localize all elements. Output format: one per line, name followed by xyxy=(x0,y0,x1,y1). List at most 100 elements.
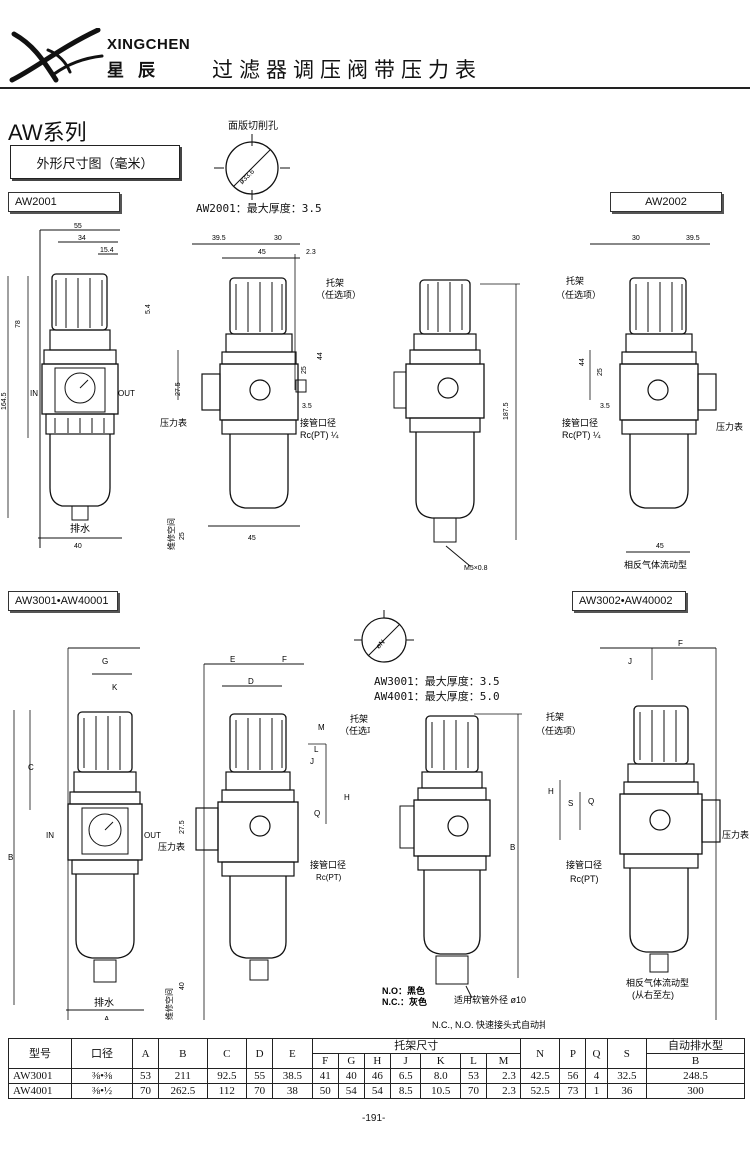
cell-m: 2.3 xyxy=(486,1068,521,1084)
dim-30: 30 xyxy=(632,235,640,242)
model-tag-aw2002: AW2002 xyxy=(610,192,722,212)
cell-auto-b: 248.5 xyxy=(646,1068,745,1084)
brand-name-en: XINGCHEN xyxy=(107,36,191,53)
cell-j: 8.5 xyxy=(389,1083,422,1099)
dim-78: 78 xyxy=(15,320,22,328)
cell-model: AW3001 xyxy=(8,1068,72,1084)
dim-2-3: 2.3 xyxy=(306,249,316,256)
cell-g: 40 xyxy=(337,1068,365,1084)
cell-b: 211 xyxy=(158,1068,208,1084)
dim-45-bottom: 45 xyxy=(248,535,256,542)
dim-letter-j: J xyxy=(628,657,632,666)
dim-45: 45 xyxy=(656,543,664,550)
cell-f: 50 xyxy=(311,1083,339,1099)
bracket-label: 托架 xyxy=(546,711,564,722)
reverse-flow-sub: (从右至左) xyxy=(632,989,674,1000)
header-a: A xyxy=(131,1038,160,1069)
dim-letter-e: E xyxy=(230,655,235,664)
drawing-aw3001-side: E F D M H Q J L 27.5 托架 （任选项） 压力表 接管口径 R… xyxy=(158,655,370,1020)
cell-f: 41 xyxy=(311,1068,339,1084)
cell-l: 70 xyxy=(459,1083,488,1099)
port-spec: Rc(PT) ¼ xyxy=(300,430,339,440)
dim-letter-g: G xyxy=(102,657,108,666)
dim-25: 25 xyxy=(597,368,604,376)
xingchen-logo-icon xyxy=(9,28,104,83)
header-divider xyxy=(0,87,750,89)
header-c: C xyxy=(206,1038,248,1069)
dim-34: 34 xyxy=(78,235,86,242)
no-black-label: N.O：黑色 xyxy=(382,985,425,996)
page-title: 过滤器调压阀带压力表 xyxy=(212,58,482,82)
cell-c: 112 xyxy=(206,1083,248,1099)
port-out-label: OUT xyxy=(144,831,161,840)
model-tag-aw3002: AW3002•AW40002 xyxy=(572,591,686,611)
header-bracket: 托架尺寸 xyxy=(311,1038,521,1054)
drawing-aw3001-front: G K C B A IN OUT 排水 xyxy=(8,647,161,1020)
bracket-label: 托架 xyxy=(350,713,368,724)
dim-letter-f: F xyxy=(678,640,683,648)
dim-3-5: 3.5 xyxy=(600,403,610,410)
cell-h: 46 xyxy=(363,1068,391,1084)
cell-s: 32.5 xyxy=(606,1068,648,1084)
clearance-dim: 40 xyxy=(179,982,186,990)
port-spec: Rc(PT) xyxy=(570,874,599,884)
header-k: K xyxy=(420,1053,461,1069)
dim-164-5: 164.5 xyxy=(1,392,8,410)
bracket-optional: （任选项） xyxy=(340,725,370,736)
header-g: G xyxy=(337,1053,365,1069)
page-number: -191- xyxy=(362,1113,386,1124)
header-auto-b: B xyxy=(646,1053,745,1069)
cell-e: 38 xyxy=(272,1083,313,1099)
dim-39-5: 39.5 xyxy=(212,235,226,242)
cutout-diagram-2: øN xyxy=(354,610,414,663)
cell-k: 8.0 xyxy=(420,1068,461,1084)
dim-letter-l: L xyxy=(314,745,319,754)
table-row: AW4001 ⅜•½ 70 262.5 112 70 38 50 54 54 8… xyxy=(8,1083,745,1099)
dim-187-5: 187.5 xyxy=(503,402,510,420)
bracket-optional: （任选项） xyxy=(556,289,601,300)
drain-dim: 40 xyxy=(74,543,82,548)
port-spec: Rc(PT) xyxy=(316,873,342,882)
gauge-label: 压力表 xyxy=(716,421,743,432)
dim-15-4: 15.4 xyxy=(100,247,114,254)
drawing-aw3001-auto-drain: B N.O：黑色 N.C.：灰色 适用软管外径 ø10 N.C., N.O. 快… xyxy=(382,713,545,1030)
drawing-aw3002: J F H S Q 托架 （任选项） 压力表 接管口径 Rc(PT) 相反气体流… xyxy=(540,640,749,1020)
dim-25: 25 xyxy=(301,366,308,374)
reverse-flow-label: 相反气体流动型 xyxy=(626,977,689,988)
gauge-label: 压力表 xyxy=(722,829,749,840)
dim-27-5: 27.5 xyxy=(175,382,182,396)
bracket-label: 托架 xyxy=(566,275,584,286)
panel-cutout-label: 面版切削孔 xyxy=(228,121,278,132)
cell-q: 1 xyxy=(585,1083,608,1099)
header-m: M xyxy=(486,1053,521,1069)
cell-p: 73 xyxy=(559,1083,587,1099)
header-e: E xyxy=(272,1038,313,1069)
dim-letter-b: B xyxy=(510,843,515,852)
port-label: 接管口径 xyxy=(562,417,598,428)
header-model: 型号 xyxy=(8,1038,72,1069)
cell-n: 52.5 xyxy=(519,1083,561,1099)
cell-d: 70 xyxy=(246,1083,274,1099)
dim-30: 30 xyxy=(274,235,282,242)
header-d: D xyxy=(246,1038,274,1069)
auto-drain-caption: N.C., N.O. 快速接头式自动排水型 xyxy=(432,1019,545,1030)
dim-letter-k: K xyxy=(112,683,118,692)
header-auto-drain: 自动排水型 xyxy=(646,1038,745,1054)
dim-letter-h: H xyxy=(548,787,554,796)
clearance-label: 维修空间 xyxy=(164,988,174,1020)
cell-a: 53 xyxy=(131,1068,160,1084)
clearance-label: 维修空间 xyxy=(166,518,176,550)
dim-letter-c: C xyxy=(28,763,34,772)
nc-gray-label: N.C.：灰色 xyxy=(382,996,427,1007)
table-header-row: 型号 口径 A B C D E 托架尺寸 N P Q S 自动排水型 xyxy=(8,1038,745,1069)
dim-44: 44 xyxy=(579,358,586,366)
cell-l: 53 xyxy=(459,1068,488,1084)
thickness-aw4001: AW4001：最大厚度：5.0 xyxy=(374,690,500,703)
gauge-label: 压力表 xyxy=(160,417,187,428)
port-label: 接管口径 xyxy=(300,417,336,428)
header-f: F xyxy=(311,1053,339,1069)
cell-c: 92.5 xyxy=(206,1068,248,1084)
header-b: B xyxy=(158,1038,208,1069)
dim-letter-s: S xyxy=(568,799,573,808)
cell-g: 54 xyxy=(337,1083,365,1099)
